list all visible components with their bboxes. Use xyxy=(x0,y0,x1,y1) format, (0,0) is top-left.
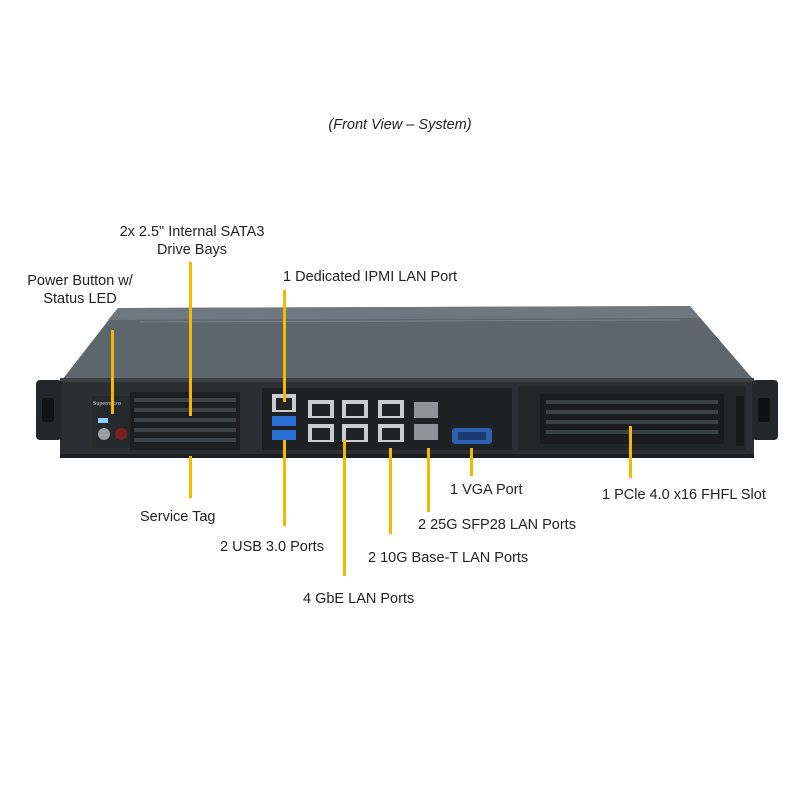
label-gbe-ports: 4 GbE LAN Ports xyxy=(303,591,415,607)
leader-drive-bays xyxy=(189,262,192,416)
label-usb-ports: 2 USB 3.0 Ports xyxy=(220,539,324,555)
brand-mark: Supermicro xyxy=(93,401,121,407)
diagram-caption: (Front View – System) xyxy=(328,117,472,133)
leader-power-button xyxy=(111,330,114,414)
leader-gbe xyxy=(343,440,346,576)
leader-vga xyxy=(470,448,473,476)
label-10g-ports: 2 10G Base-T LAN Ports xyxy=(368,550,529,566)
leader-pcie xyxy=(629,426,632,478)
label-sfp-ports: 2 25G SFP28 LAN Ports xyxy=(418,517,576,533)
label-pcie-slot: 1 PCle 4.0 x16 FHFL Slot xyxy=(602,487,766,503)
leader-usb xyxy=(283,440,286,526)
label-vga-port: 1 VGA Port xyxy=(450,482,523,498)
leader-sfp xyxy=(427,448,430,512)
label-drive-bays: 2x 2.5" Internal SATA3 Drive Bays xyxy=(119,224,265,258)
leader-ipmi xyxy=(283,290,286,402)
label-ipmi-port: 1 Dedicated IPMI LAN Port xyxy=(283,269,458,285)
leader-service-tag xyxy=(189,456,192,498)
leader-10g xyxy=(389,448,392,534)
label-service-tag: Service Tag xyxy=(140,509,216,525)
label-power-button: Power Button w/ Status LED xyxy=(27,273,133,307)
